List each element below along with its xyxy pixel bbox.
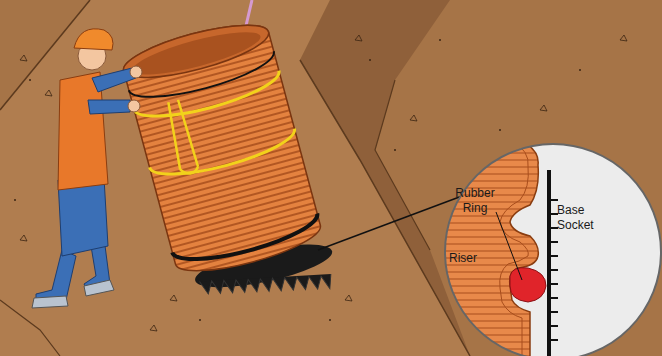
part-label: Rubber Ring xyxy=(450,186,500,216)
speck xyxy=(579,69,581,71)
socket-wall xyxy=(547,170,551,356)
lifting-strap xyxy=(134,71,284,127)
riser-band xyxy=(129,51,279,107)
lifting-strap xyxy=(150,129,300,185)
riser-inside xyxy=(130,24,264,83)
speck xyxy=(329,319,331,321)
detail-callout xyxy=(440,140,662,356)
worker-arm xyxy=(92,68,136,92)
worker-boot xyxy=(32,296,68,308)
hard-hat xyxy=(74,29,113,50)
trench-floor xyxy=(0,0,470,356)
speck xyxy=(20,55,27,61)
trench-edge xyxy=(300,60,470,356)
speck xyxy=(369,59,371,61)
riser-wall-line xyxy=(440,140,528,356)
speck xyxy=(355,35,362,41)
callout-leader xyxy=(318,196,462,250)
strap-loop xyxy=(163,99,200,176)
speck xyxy=(345,295,352,301)
part-label: Riser xyxy=(449,251,509,266)
worker-leg xyxy=(36,250,76,302)
speck xyxy=(29,79,31,81)
worker-hand xyxy=(130,66,142,78)
socket-ribs xyxy=(549,200,558,340)
speck xyxy=(14,199,16,201)
worker-arm xyxy=(88,100,130,114)
speck xyxy=(170,295,177,301)
part-label: Base Socket xyxy=(557,203,609,233)
worker-boot xyxy=(84,280,114,296)
riser xyxy=(119,15,325,282)
worker-hand xyxy=(128,100,140,112)
callout-background xyxy=(440,140,662,356)
speck xyxy=(150,325,157,331)
speck xyxy=(499,129,501,131)
rubber-ring xyxy=(510,268,546,302)
label-leader xyxy=(496,212,522,280)
speck xyxy=(410,115,417,121)
riser-section xyxy=(440,140,538,356)
trench-edge xyxy=(0,300,60,356)
callout-ring xyxy=(445,144,661,356)
worker xyxy=(32,29,142,308)
speck xyxy=(199,319,201,321)
riser-body xyxy=(119,15,325,282)
speck xyxy=(394,149,396,151)
speck xyxy=(620,35,627,41)
speck xyxy=(540,105,547,111)
worker-pants xyxy=(58,178,108,256)
speck xyxy=(439,39,441,41)
speck xyxy=(20,235,27,241)
speck xyxy=(45,90,52,96)
riser-top xyxy=(119,15,273,89)
trench-edge xyxy=(375,80,430,250)
riser-band xyxy=(172,214,322,270)
trench-wall xyxy=(300,0,470,356)
